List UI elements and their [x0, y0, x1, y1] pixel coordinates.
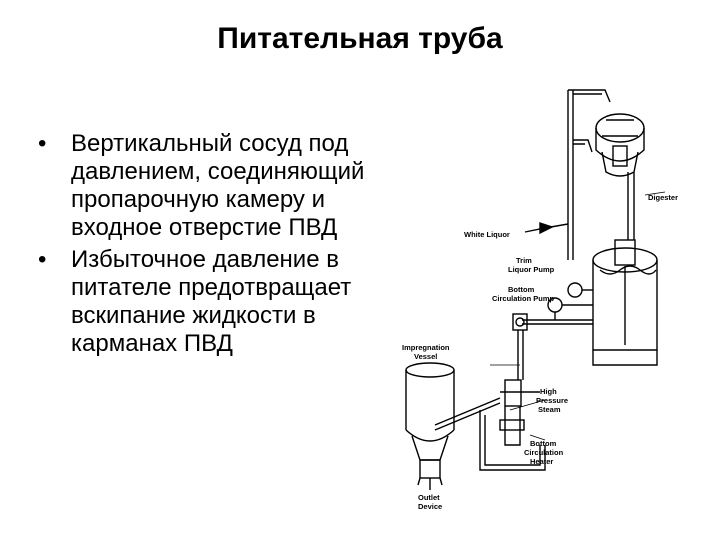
bullet-text: Избыточное давление в питателе предотвра… — [71, 246, 352, 357]
bottom-circulation-pump — [547, 297, 593, 320]
label-hp-steam-line1: High — [540, 387, 557, 396]
label-hp-steam-line2: Pressure — [536, 396, 568, 405]
label-impregnation-line2: Vessel — [414, 352, 437, 361]
label-heater-line1: Bottom — [530, 439, 557, 448]
label-heater-line2: Circulation — [524, 448, 564, 457]
bullet-item: • Избыточное давление в питателе предотв… — [38, 246, 368, 358]
high-pressure-feeder — [499, 379, 525, 446]
impregnation-vessel — [405, 362, 455, 430]
digester-vessel — [592, 239, 658, 366]
label-digester: Digester — [648, 193, 678, 202]
label-hp-steam-line3: Steam — [538, 405, 561, 414]
label-trim-pump-line1: Trim — [516, 256, 532, 265]
bullet-list: • Вертикальный сосуд под давлением, соед… — [38, 130, 368, 362]
label-trim-pump-line2: Liquor Pump — [508, 265, 555, 274]
label-impregnation-line1: Impregnation — [402, 343, 450, 352]
label-bottom-pump-line1: Bottom — [508, 285, 535, 294]
label-white-liquor: White Liquor — [464, 230, 510, 239]
bullet-dot-icon: • — [38, 246, 47, 273]
digester-system-diagram: Digester White Liquor Trim Liquor Pump B… — [402, 89, 678, 511]
outlet-device — [405, 429, 455, 490]
bullet-item: • Вертикальный сосуд под давлением, соед… — [38, 130, 368, 242]
slide-title: Питательная труба — [217, 22, 503, 55]
label-heater-line3: Heater — [530, 457, 553, 466]
trim-pump — [567, 282, 593, 298]
digester-top-separator — [595, 113, 645, 177]
bullet-text: Вертикальный сосуд под давлением, соедин… — [71, 130, 365, 241]
label-outlet-line1: Outlet — [418, 493, 440, 502]
label-bottom-pump-line2: Circulation Pump — [492, 294, 555, 303]
bullet-dot-icon: • — [38, 130, 47, 157]
label-outlet-line2: Device — [418, 502, 442, 511]
